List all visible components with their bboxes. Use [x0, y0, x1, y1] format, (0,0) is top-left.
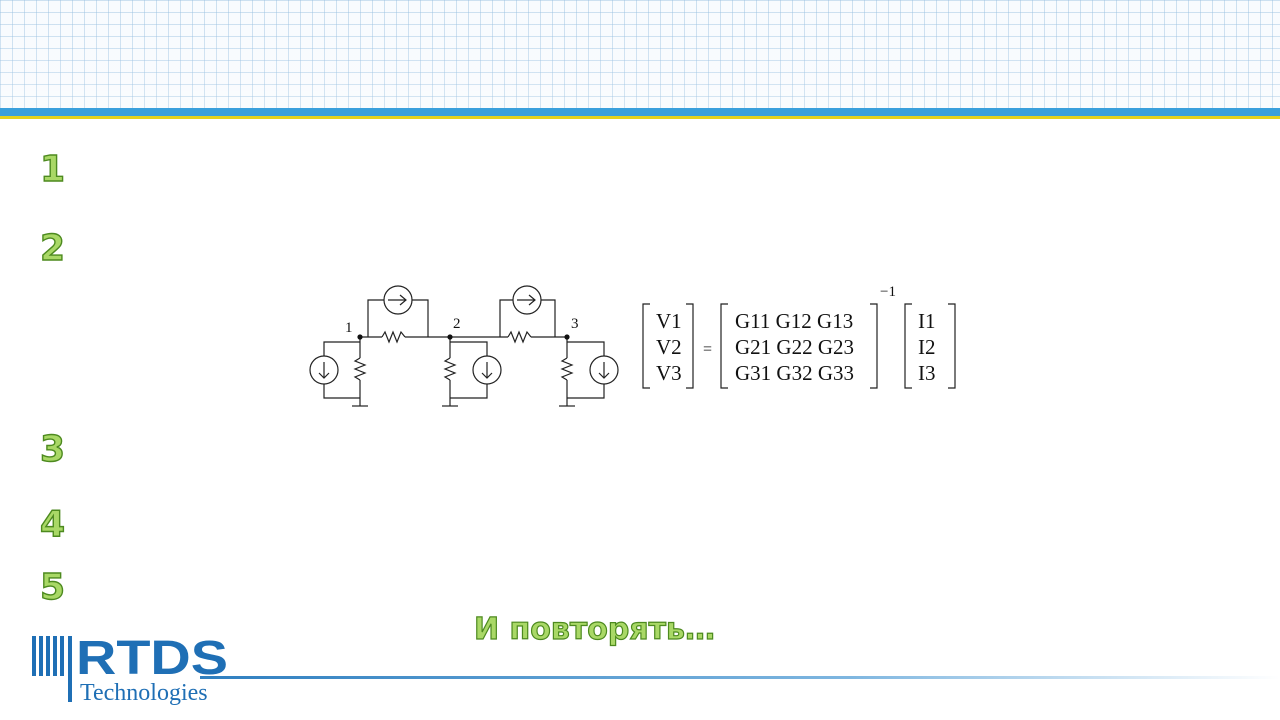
current-i3: I3	[918, 361, 936, 385]
resistor-1-2	[381, 330, 406, 344]
voltage-v3: V3	[656, 361, 682, 385]
conductance-row-2: G21 G22 G23	[735, 335, 854, 359]
nodal-analysis-diagram: 1 2 3 V1 V2 V3 = G11 G12 G13 G21 G22 G23…	[309, 284, 956, 407]
logo-brand-text: RTDS	[76, 632, 228, 685]
current-source-1-2	[383, 285, 413, 315]
resistor-node-3	[560, 357, 574, 381]
node-dot-1	[357, 334, 363, 340]
step-number-1: 1	[39, 149, 66, 190]
node-label-2: 2	[453, 316, 461, 332]
node-dot-3	[564, 334, 570, 340]
logo-sub-text: Technologies	[80, 680, 208, 706]
current-i1: I1	[918, 309, 936, 333]
inverse-exponent: −1	[880, 284, 896, 300]
circuit-schematic	[309, 285, 619, 407]
header-stripe-blue	[0, 108, 1280, 116]
step-number-4: 4	[39, 504, 66, 545]
current-source-2-3	[512, 285, 542, 315]
step-number-5: 5	[39, 567, 66, 608]
step-number-3: 3	[39, 429, 66, 470]
conductance-row-1: G11 G12 G13	[735, 309, 853, 333]
step-number-2: 2	[39, 228, 66, 269]
node-dot-2	[447, 334, 453, 340]
equals-sign: =	[703, 341, 712, 358]
resistor-node-2	[443, 357, 457, 381]
node-label-1: 1	[345, 320, 353, 336]
resistor-node-1	[353, 357, 367, 381]
current-i2: I2	[918, 335, 936, 359]
header-stripe-yellow	[0, 116, 1280, 119]
voltage-v2: V2	[656, 335, 682, 359]
logo-bars-icon	[32, 636, 72, 702]
rtds-logo: RTDS Technologies	[32, 632, 228, 706]
node-label-3: 3	[571, 316, 579, 332]
repeat-caption: И повторять…	[473, 611, 715, 647]
matrix-brackets	[642, 303, 956, 389]
header-fade	[0, 0, 1280, 108]
voltage-v1: V1	[656, 309, 682, 333]
header-grid-banner	[0, 0, 1280, 108]
conductance-row-3: G31 G32 G33	[735, 361, 854, 385]
resistor-2-3	[507, 330, 532, 344]
footer-divider	[200, 676, 1280, 679]
